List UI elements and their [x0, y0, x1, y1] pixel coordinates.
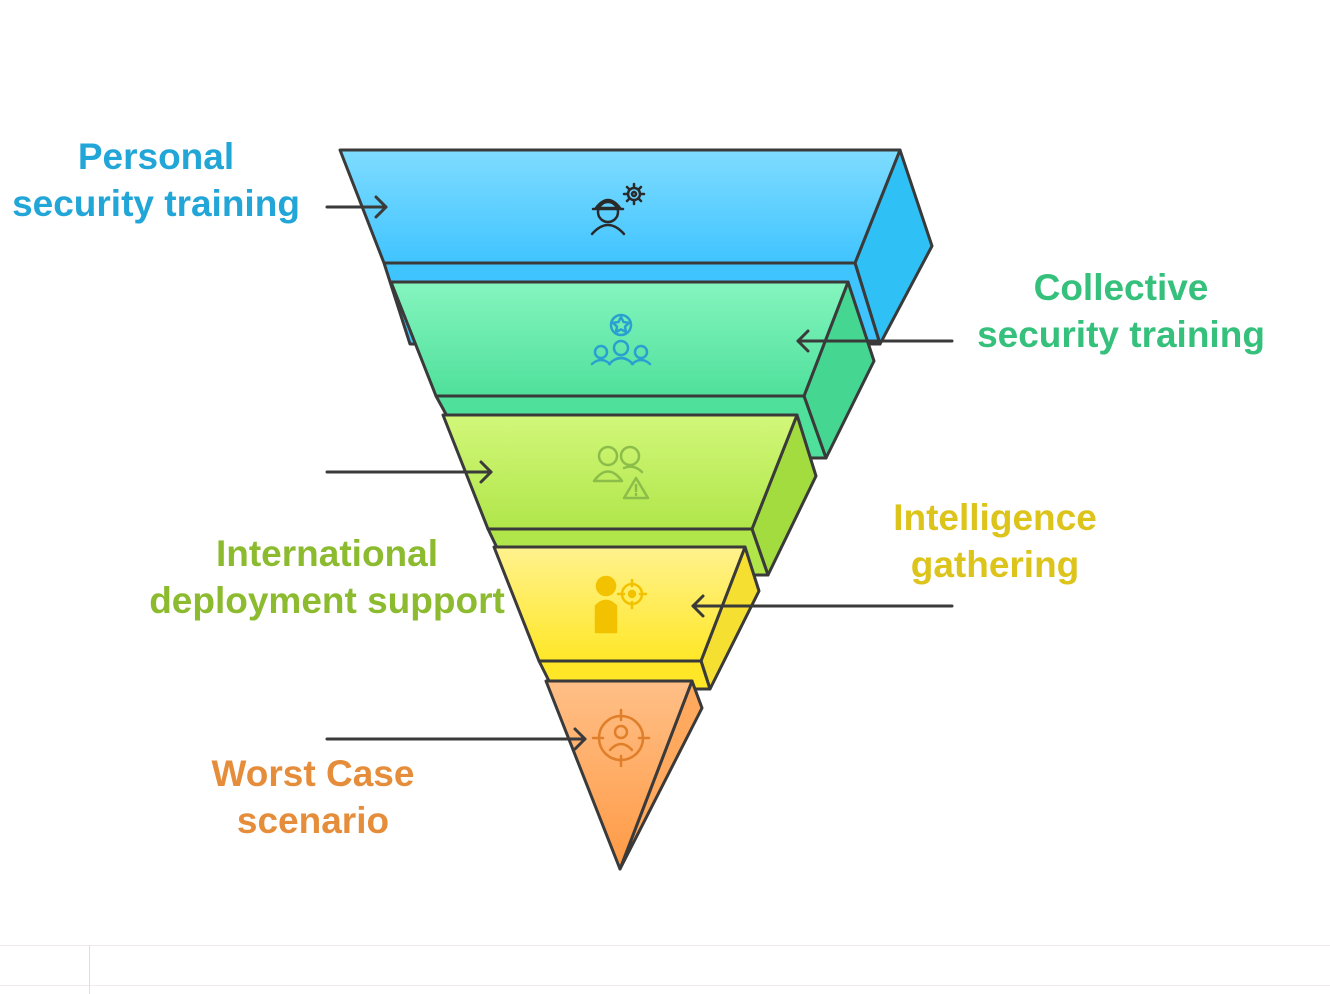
layer-front-face [441, 413, 799, 531]
label-line: Worst Case [211, 753, 415, 794]
label-line: security training [12, 183, 300, 224]
agent-crosshair-icon [594, 575, 648, 634]
people-warning-icon [592, 445, 650, 500]
arrow-collective-security-training [796, 329, 954, 353]
label-intelligence-gathering: Intelligence gathering [870, 494, 1120, 588]
label-worst-case-scenario: Worst Case scenario [180, 750, 446, 844]
label-line: scenario [236, 800, 390, 841]
label-line: Personal [77, 136, 235, 177]
funnel-layer-worst-case-scenario [544, 679, 704, 871]
label-international-deployment-support: International deployment support [140, 530, 514, 624]
layer-front-face [544, 679, 694, 871]
worker-gear-icon [590, 182, 646, 236]
label-line: deployment support [149, 580, 505, 621]
label-line: gathering [910, 544, 1080, 585]
team-target-icon [590, 313, 652, 366]
arrow-personal-security-training [325, 195, 388, 219]
label-line: Intelligence [893, 497, 1097, 538]
canvas-edge-bottom-2 [0, 985, 1330, 986]
label-collective-security-training: Collective security training [960, 264, 1282, 358]
arrow-international-deployment-support [325, 460, 493, 484]
target-person-icon [591, 708, 651, 768]
arrow-worst-case-scenario [325, 727, 587, 751]
canvas-edge-bottom [0, 945, 1330, 946]
label-line: Collective [1033, 267, 1209, 308]
funnel-layer-intelligence-gathering [492, 545, 761, 691]
label-line: International [215, 533, 439, 574]
label-personal-security-training: Personal security training [0, 133, 312, 227]
canvas-edge-marker [89, 945, 90, 994]
arrow-intelligence-gathering [691, 594, 954, 618]
layer-front-face [492, 545, 747, 663]
funnel-layer-collective-security-training [389, 280, 876, 460]
label-line: security training [977, 314, 1265, 355]
layer-front-face [389, 280, 850, 398]
